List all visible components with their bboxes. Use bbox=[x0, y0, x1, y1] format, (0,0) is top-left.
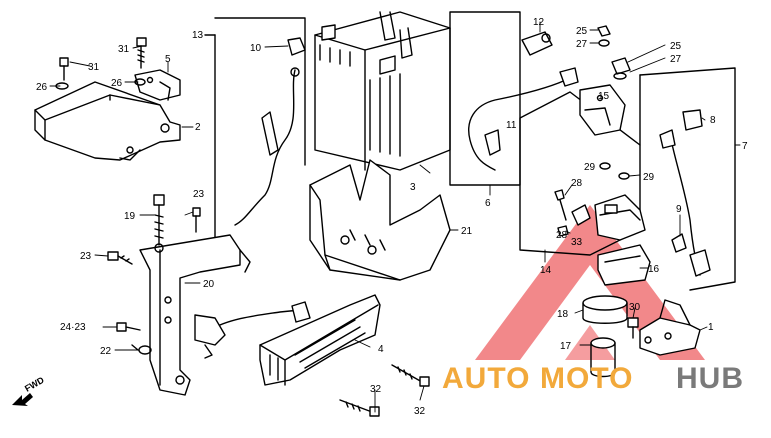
callout-21: 21 bbox=[461, 226, 473, 237]
frame-part-13 bbox=[204, 17, 306, 241]
bolt-part-32-left bbox=[339, 399, 380, 417]
callout-18: 18 bbox=[557, 309, 569, 320]
relay-part-15 bbox=[579, 84, 626, 136]
callout-11: 11 bbox=[506, 120, 517, 131]
bracket-part-5 bbox=[134, 69, 181, 101]
bolt-part-24-23 bbox=[116, 322, 141, 332]
callout-10: 10 bbox=[250, 43, 262, 54]
callout-29-right: 29 bbox=[643, 172, 655, 183]
forward-direction-indicator: FWD bbox=[12, 375, 46, 406]
callout-29-left: 29 bbox=[584, 162, 596, 173]
bolt-part-22 bbox=[131, 344, 152, 355]
watermark-triangle bbox=[475, 205, 705, 360]
callout-9: 9 bbox=[676, 204, 682, 215]
frame-part-6 bbox=[449, 11, 521, 186]
bracket-part-20 bbox=[139, 234, 251, 396]
battery-cable bbox=[234, 37, 306, 226]
bolt-part-32-right bbox=[391, 364, 430, 387]
bolt-part-31-upper bbox=[136, 37, 147, 69]
callout-25-right: 25 bbox=[670, 41, 682, 52]
fuse-part-17 bbox=[590, 337, 616, 378]
watermark-auto: AUTO bbox=[442, 362, 530, 395]
regulator-cable bbox=[194, 301, 311, 359]
callout-16: 16 bbox=[648, 264, 660, 275]
control-unit-part-2 bbox=[34, 81, 181, 161]
callout-32-right: 32 bbox=[414, 406, 426, 417]
callout-22: 22 bbox=[100, 346, 112, 357]
callout-30: 30 bbox=[629, 302, 641, 313]
callout-1: 1 bbox=[708, 322, 714, 333]
callout-7: 7 bbox=[742, 141, 748, 152]
relay-body-part-16 bbox=[594, 194, 651, 286]
starter-cable-part-12 bbox=[468, 31, 579, 171]
callout-13: 13 bbox=[192, 30, 204, 41]
bolt-part-19 bbox=[153, 194, 165, 253]
callout-27-top: 27 bbox=[576, 39, 588, 50]
callout-4: 4 bbox=[378, 344, 384, 355]
bolt-part-23-left bbox=[107, 251, 133, 265]
callout-26-left: 26 bbox=[36, 82, 48, 93]
leader-lines bbox=[49, 21, 741, 413]
battery-tray-part-21 bbox=[309, 159, 451, 281]
callout-17: 17 bbox=[560, 341, 572, 352]
regulator-part-4 bbox=[259, 294, 381, 386]
watermark-hub: HUB bbox=[676, 362, 744, 395]
callout-8: 8 bbox=[710, 115, 716, 126]
callout-5: 5 bbox=[165, 54, 171, 65]
callout-27-right: 27 bbox=[670, 54, 682, 65]
frame-part-7 bbox=[639, 67, 736, 291]
callout-28-upper: 28 bbox=[571, 178, 583, 189]
fwd-label: FWD bbox=[23, 375, 46, 394]
callout-6: 6 bbox=[485, 198, 491, 209]
rubber-part-18 bbox=[582, 295, 628, 324]
watermark-triangle-inner bbox=[565, 325, 615, 360]
battery-part-3 bbox=[314, 11, 451, 171]
screws-part-28-33 bbox=[554, 189, 591, 237]
bolt-part-23-upper bbox=[192, 207, 201, 233]
callout-28-lower: 28 bbox=[556, 230, 568, 241]
callout-25-top: 25 bbox=[576, 26, 588, 37]
fwd-arrow-icon bbox=[12, 393, 33, 406]
callout-numbers: 1 2 3 4 5 6 7 8 9 10 11 12 13 14 15 16 1… bbox=[36, 17, 748, 417]
callout-32-left: 32 bbox=[370, 384, 382, 395]
washer-part-29-left bbox=[599, 162, 611, 170]
callout-15: 15 bbox=[598, 91, 610, 102]
hardware-25-27 bbox=[597, 25, 631, 80]
callout-2: 2 bbox=[195, 122, 201, 133]
callout-31-left: 31 bbox=[88, 62, 100, 73]
callout-14: 14 bbox=[540, 265, 552, 276]
callout-23-upper: 23 bbox=[193, 189, 205, 200]
callout-19: 19 bbox=[124, 211, 136, 222]
washer-part-29-right bbox=[618, 172, 630, 180]
callout-33: 33 bbox=[571, 237, 583, 248]
callout-31-top: 31 bbox=[118, 44, 130, 55]
callout-12: 12 bbox=[533, 17, 545, 28]
cable-part-8-9 bbox=[659, 109, 711, 277]
callout-23-left: 23 bbox=[80, 251, 92, 262]
watermark-logo bbox=[475, 205, 705, 360]
bolt-part-31-left bbox=[55, 57, 69, 90]
callout-20: 20 bbox=[203, 279, 215, 290]
watermark-text: AUTO MOTO HUB bbox=[442, 362, 744, 395]
bracket-part-1 bbox=[639, 299, 701, 356]
watermark-moto: MOTO bbox=[540, 362, 633, 395]
callout-26-mid: 26 bbox=[111, 78, 123, 89]
callout-24-23: 24·23 bbox=[60, 322, 86, 333]
callout-3: 3 bbox=[410, 182, 416, 193]
